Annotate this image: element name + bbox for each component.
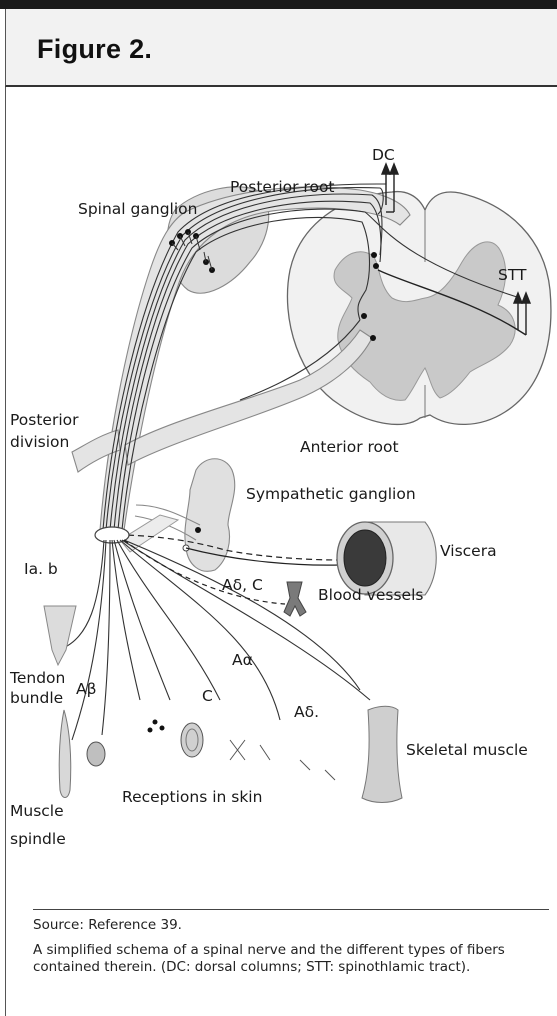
label-c-fiber: C (202, 687, 213, 705)
figure-source: Source: Reference 39. (33, 917, 182, 933)
figure-caption: A simplified schema of a spinal nerve an… (33, 942, 533, 975)
caption-divider (33, 909, 549, 910)
figure-title: Figure 2. (37, 34, 152, 65)
label-stt: STT (498, 266, 527, 284)
label-skeletal-muscle: Skeletal muscle (406, 741, 528, 759)
blood-vessel-icon (284, 582, 306, 616)
muscle-spindle-icon (59, 710, 71, 798)
label-ia-b: Ia. b (24, 560, 58, 578)
spinal-nerve-diagram: DC Posterior root Spinal ganglion STT Po… (0, 88, 557, 878)
label-muscle: Muscle (10, 802, 64, 820)
label-spinal-ganglion: Spinal ganglion (78, 200, 197, 218)
label-a-alpha: Aα (232, 651, 253, 669)
top-bar (0, 0, 557, 9)
label-anterior-root: Anterior root (300, 438, 399, 456)
label-tendon-2: bundle (10, 689, 63, 707)
label-tendon-1: Tendon (9, 669, 65, 687)
label-a-beta: Aβ (76, 680, 97, 698)
label-sympathetic-ganglion: Sympathetic ganglion (246, 485, 416, 503)
label-posterior-1: Posterior (10, 411, 79, 429)
label-blood-vessels: Blood vessels (318, 586, 423, 604)
sympathetic-ganglion (185, 459, 235, 572)
label-posterior-root: Posterior root (230, 178, 335, 196)
symp-synapse (195, 527, 201, 533)
skeletal-muscle-icon (362, 706, 402, 802)
figure-header: Figure 2. (5, 9, 557, 87)
label-a-delta: Aδ. (294, 703, 319, 721)
tendon-icon (44, 606, 76, 665)
label-viscera: Viscera (440, 542, 497, 560)
skin-receptors (87, 720, 335, 781)
viscera-tube (337, 522, 436, 595)
label-dc: DC (372, 146, 395, 164)
label-spindle: spindle (10, 830, 66, 848)
label-receptions-in-skin: Receptions in skin (122, 788, 262, 806)
label-posterior-2: division (10, 433, 69, 451)
label-a-delta-c: Aδ, C (222, 576, 263, 594)
